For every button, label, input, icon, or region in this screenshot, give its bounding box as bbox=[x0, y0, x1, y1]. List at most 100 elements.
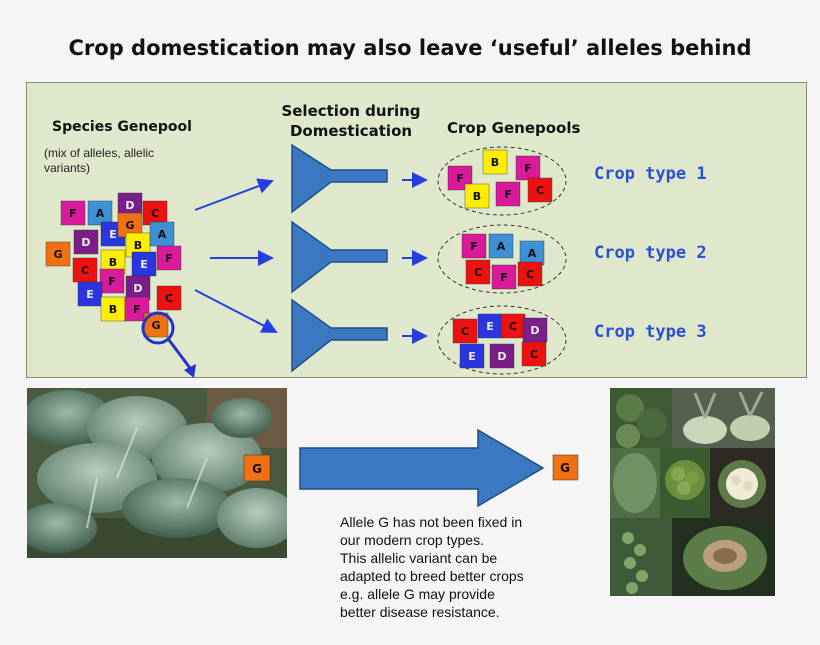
svg-text:F: F bbox=[504, 188, 512, 201]
crop-3-tile-c: C bbox=[452, 318, 478, 344]
crop-type-3-label: Crop type 3 bbox=[594, 322, 707, 342]
caption-line: This allelic variant can be bbox=[340, 550, 498, 566]
caption-line: our modern crop types. bbox=[340, 532, 484, 548]
species-tile-e: E bbox=[131, 251, 157, 277]
svg-text:G: G bbox=[151, 319, 160, 332]
species-tile-c: C bbox=[156, 285, 182, 311]
species-tile-b: B bbox=[100, 296, 126, 322]
svg-text:C: C bbox=[509, 320, 517, 333]
svg-text:D: D bbox=[125, 199, 134, 212]
svg-text:F: F bbox=[69, 207, 77, 220]
species-tile-d: D bbox=[125, 275, 151, 301]
crop-2-tile-c: C bbox=[465, 259, 491, 285]
allele-g-pointer-head bbox=[184, 364, 196, 378]
selection-label-line-1: Selection during bbox=[281, 102, 421, 120]
crop-type-1-label: Crop type 1 bbox=[594, 164, 707, 184]
svg-text:C: C bbox=[526, 268, 534, 281]
crop-pool-3-outline bbox=[437, 305, 567, 375]
crop-2-tile-a: A bbox=[488, 233, 514, 259]
allele-g-tile-right: G bbox=[552, 454, 579, 481]
selection-funnel-3 bbox=[291, 298, 388, 373]
crop-1-tile-f: F bbox=[447, 165, 473, 191]
species-tile-c: C bbox=[142, 200, 168, 226]
svg-text:C: C bbox=[81, 264, 89, 277]
crop-type-2-label: Crop type 2 bbox=[594, 243, 707, 263]
species-tile-f: F bbox=[60, 200, 86, 226]
svg-text:E: E bbox=[109, 228, 117, 241]
species-tile-a: A bbox=[149, 221, 175, 247]
svg-text:F: F bbox=[470, 240, 478, 253]
svg-text:A: A bbox=[528, 247, 537, 260]
selection-label-line-2: Domestication bbox=[289, 122, 413, 140]
allele-g-highlight-circle bbox=[141, 311, 175, 345]
species-genepool-label: Species Genepool bbox=[52, 119, 192, 135]
svg-text:E: E bbox=[86, 288, 94, 301]
svg-text:A: A bbox=[158, 228, 167, 241]
svg-text:A: A bbox=[96, 207, 105, 220]
crop-pool-1-outline bbox=[437, 146, 567, 216]
selection-funnel-1 bbox=[291, 143, 388, 214]
crop-1-tile-b: B bbox=[464, 183, 490, 209]
arrow-to-funnel-1 bbox=[194, 178, 274, 211]
crop-1-tile-c: C bbox=[527, 177, 553, 203]
species-tile-f: F bbox=[156, 245, 182, 271]
svg-text:F: F bbox=[524, 162, 532, 175]
svg-text:F: F bbox=[133, 303, 141, 316]
species-tile-f: F bbox=[99, 268, 125, 294]
svg-text:D: D bbox=[530, 324, 539, 337]
svg-text:C: C bbox=[474, 266, 482, 279]
crop-3-tile-e: E bbox=[459, 343, 485, 369]
crop-1-tile-f: F bbox=[515, 155, 541, 181]
arrow-to-funnel-3 bbox=[194, 289, 278, 333]
svg-text:E: E bbox=[468, 350, 476, 363]
svg-text:B: B bbox=[134, 239, 142, 252]
svg-text:E: E bbox=[140, 258, 148, 271]
crop-3-tile-e: E bbox=[477, 313, 503, 339]
svg-text:F: F bbox=[108, 275, 116, 288]
species-note-line-2: variants) bbox=[44, 161, 91, 175]
crop-3-tile-c: C bbox=[500, 313, 526, 339]
svg-text:D: D bbox=[133, 282, 142, 295]
svg-text:F: F bbox=[456, 172, 464, 185]
svg-text:F: F bbox=[500, 271, 508, 284]
svg-text:B: B bbox=[109, 256, 117, 269]
crop-2-tile-f: F bbox=[491, 264, 517, 290]
svg-text:C: C bbox=[530, 348, 538, 361]
caption-line: Allele G has not been fixed in bbox=[340, 514, 523, 530]
selection-funnel-2 bbox=[291, 220, 388, 294]
caption-line: better disease resistance. bbox=[340, 604, 500, 620]
allele-g-right-text: G bbox=[560, 461, 570, 475]
crop-types-photo-collage bbox=[610, 388, 775, 596]
svg-text:B: B bbox=[473, 190, 481, 203]
caption-line: adapted to breed better crops bbox=[340, 568, 524, 584]
svg-text:C: C bbox=[461, 325, 469, 338]
svg-text:C: C bbox=[151, 207, 159, 220]
species-tile-a: A bbox=[87, 200, 113, 226]
wild-plant-photo bbox=[27, 388, 287, 558]
allele-g-pointer bbox=[167, 339, 192, 369]
crop-3-tile-d: D bbox=[522, 317, 548, 343]
crop-3-tile-d: D bbox=[489, 343, 515, 369]
svg-text:G: G bbox=[125, 219, 134, 232]
allele-g-left-text: G bbox=[252, 462, 262, 476]
svg-text:C: C bbox=[165, 292, 173, 305]
species-tile-e: E bbox=[77, 281, 103, 307]
crop-2-tile-c: C bbox=[517, 261, 543, 287]
svg-text:G: G bbox=[53, 248, 62, 261]
crop-3-tile-c: C bbox=[521, 341, 547, 367]
svg-text:C: C bbox=[536, 184, 544, 197]
crop-2-tile-a: A bbox=[519, 240, 545, 266]
crop-genepools-label: Crop Genepools bbox=[447, 119, 581, 137]
species-tile-d: D bbox=[73, 229, 99, 255]
allele-g-tile-left: G bbox=[243, 454, 271, 482]
svg-text:E: E bbox=[486, 320, 494, 333]
big-arrow bbox=[299, 428, 545, 508]
species-tile-g: G bbox=[45, 241, 71, 267]
crop-2-tile-f: F bbox=[461, 233, 487, 259]
caption-text: Allele G has not been fixed in our moder… bbox=[340, 513, 600, 621]
svg-text:A: A bbox=[497, 240, 506, 253]
crop-1-tile-b: B bbox=[482, 149, 508, 175]
